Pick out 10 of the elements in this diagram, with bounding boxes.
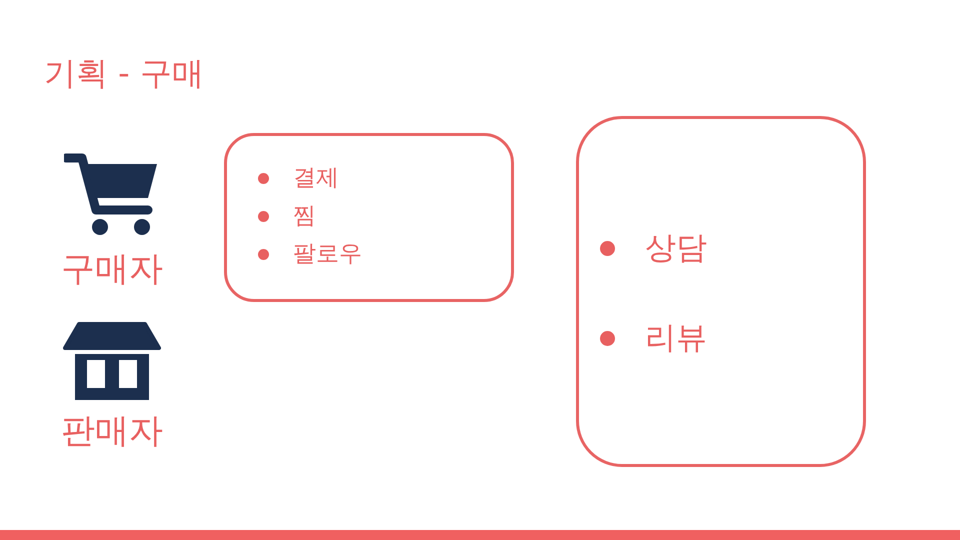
list-item: 리뷰	[645, 319, 707, 358]
list-item: 결제	[293, 164, 339, 193]
caption-text: 판매자	[60, 410, 164, 453]
list-item: 찜	[293, 202, 316, 231]
title: 기획 - 구매	[44, 53, 204, 94]
rounded-box	[224, 133, 514, 302]
list-item: 팔로우	[293, 240, 362, 269]
rounded-box	[576, 116, 866, 467]
caption-text: 구매자	[60, 248, 164, 291]
list-item: 상담	[645, 229, 707, 268]
